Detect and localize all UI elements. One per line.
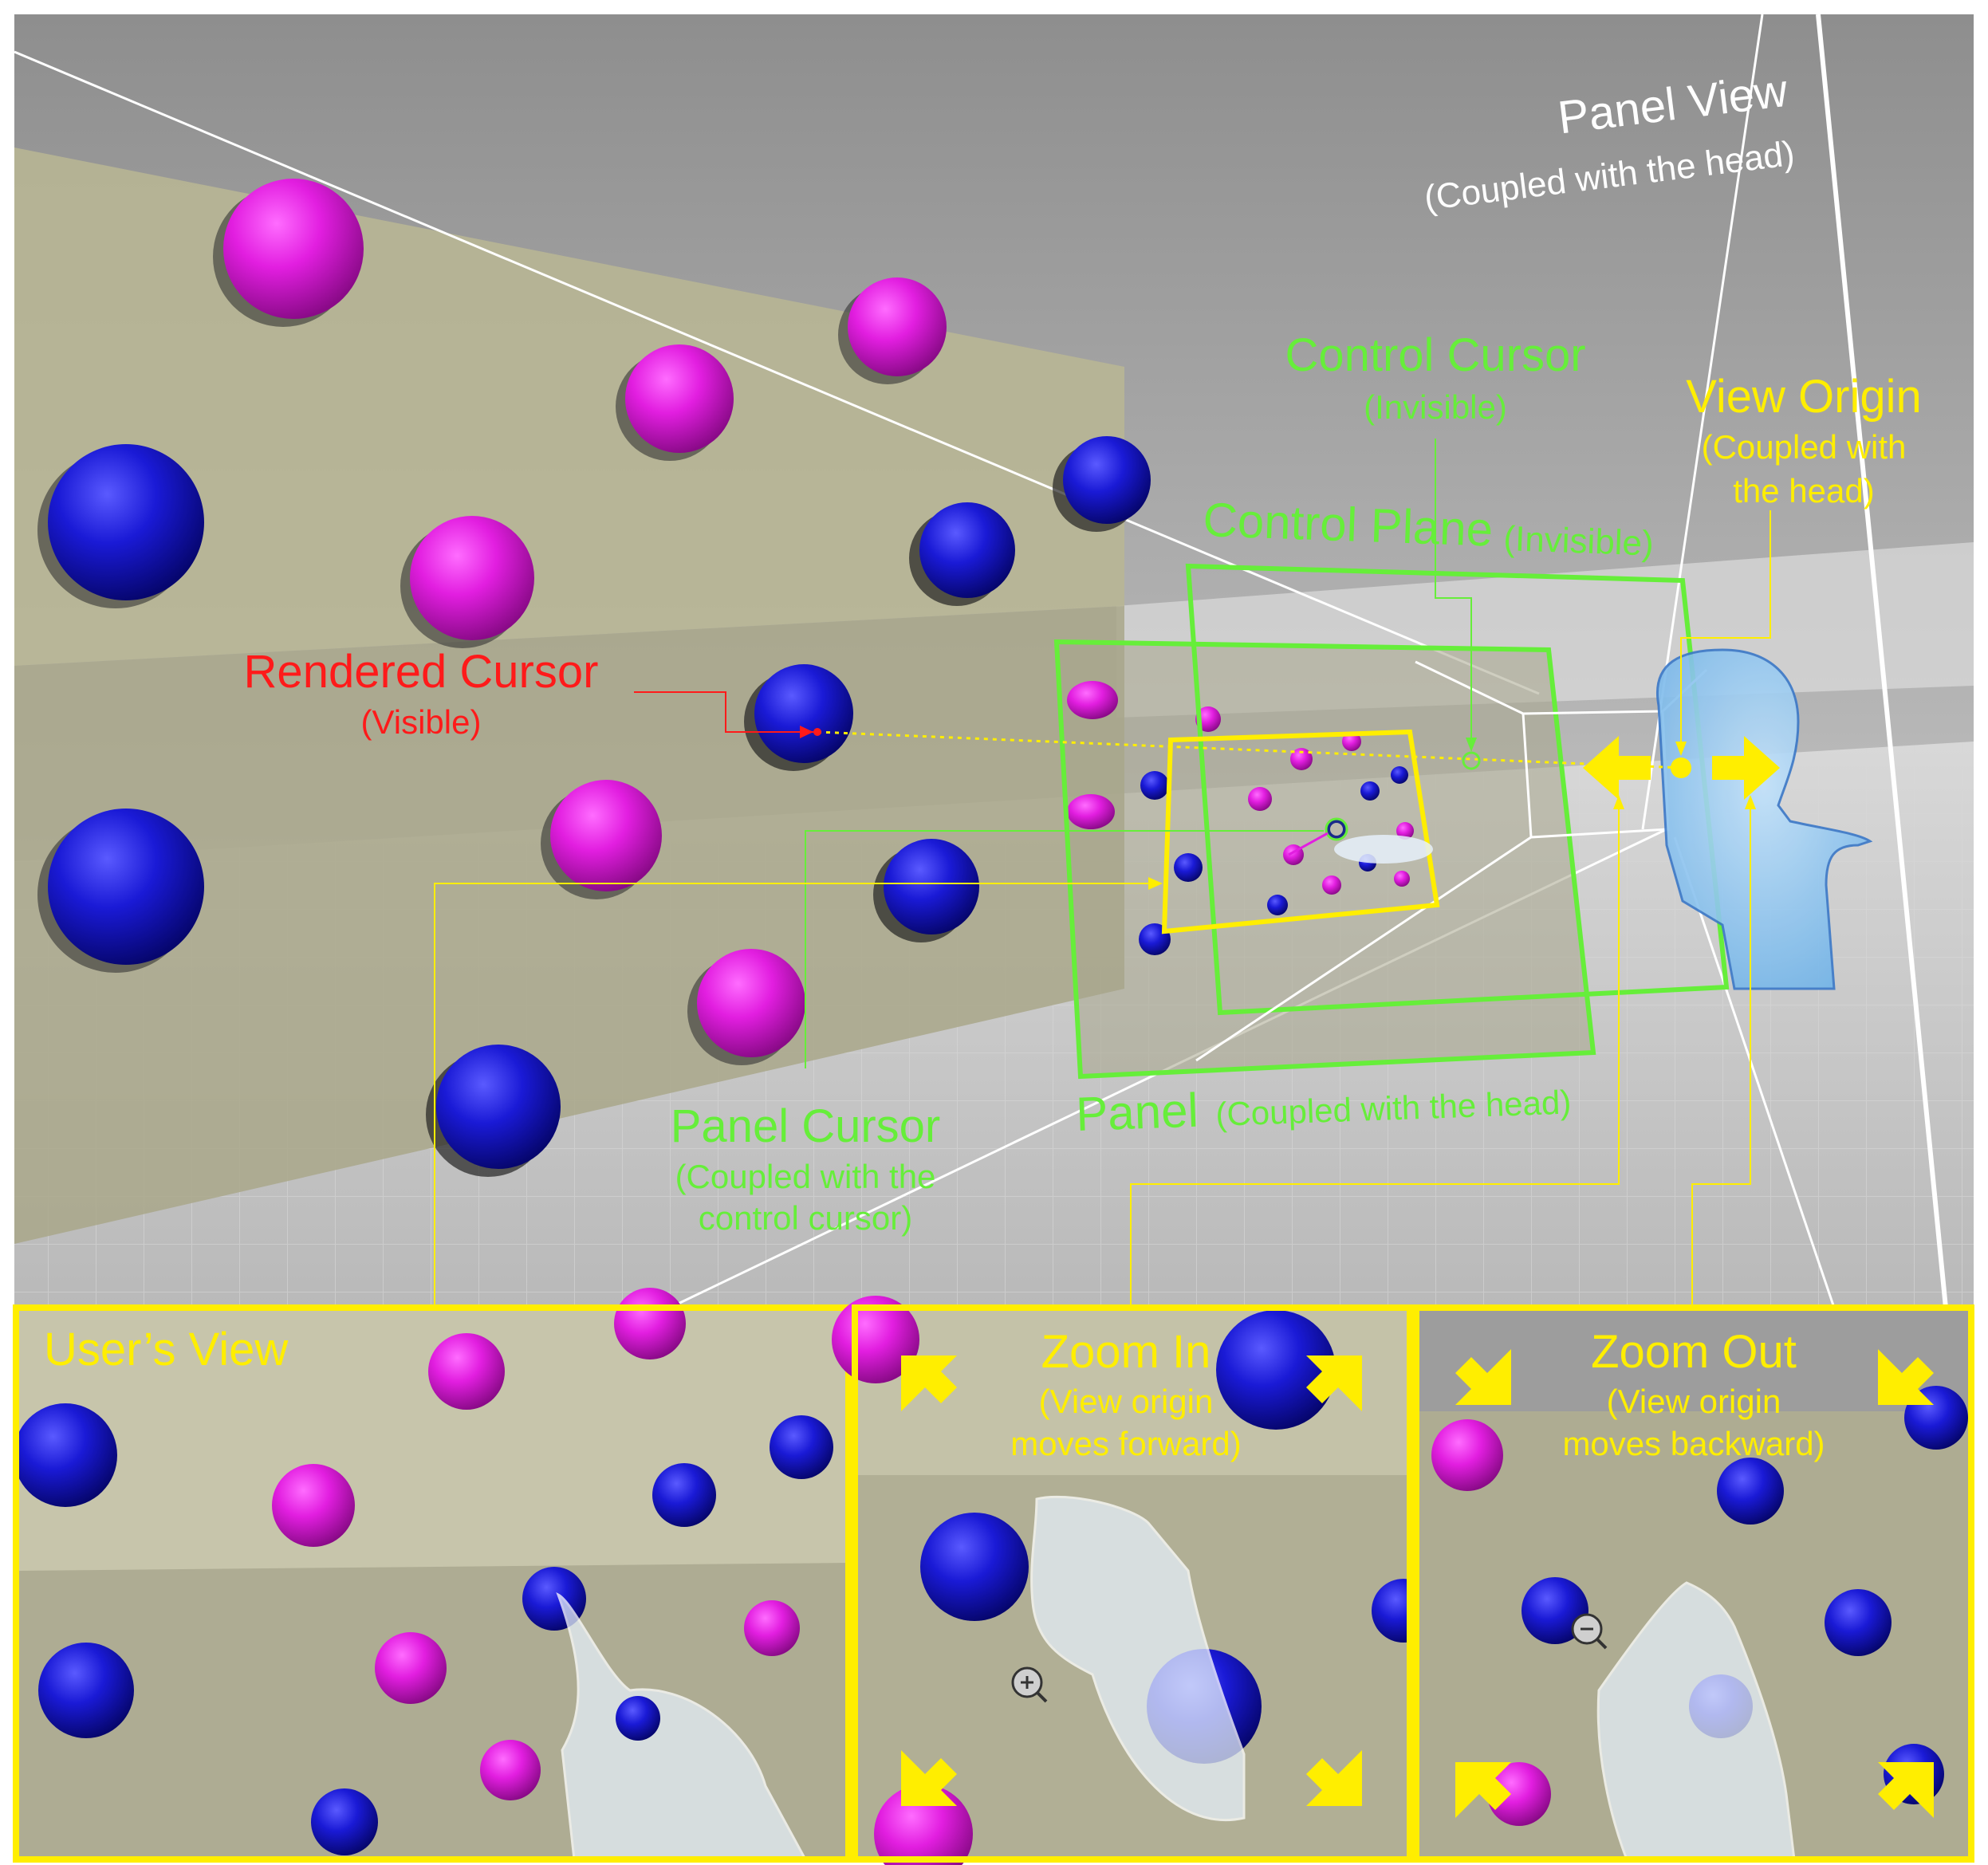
view-origin-subtitle-1: (Coupled with bbox=[1702, 428, 1907, 466]
zoom-out-subtitle-2: moves backward) bbox=[1562, 1425, 1825, 1462]
control-plane-title: Control Plane bbox=[1203, 493, 1494, 557]
zoom-in-subtitle-2: moves forward) bbox=[1010, 1425, 1241, 1462]
magenta-sphere bbox=[223, 179, 364, 319]
panel-title: Panel bbox=[1075, 1084, 1199, 1141]
blue-sphere bbox=[48, 444, 204, 600]
rendered-cursor-dot bbox=[813, 728, 821, 736]
blue-sphere bbox=[919, 502, 1015, 598]
blue-sphere bbox=[1063, 436, 1151, 524]
rendered-cursor-title: Rendered Cursor bbox=[244, 646, 599, 698]
control-cursor-title: Control Cursor bbox=[1285, 329, 1585, 381]
magenta-sphere bbox=[848, 277, 947, 376]
magenta-sphere bbox=[410, 516, 534, 640]
hand-glyph bbox=[1334, 835, 1433, 864]
view-origin-title: View Origin bbox=[1686, 371, 1922, 423]
control-plane-subtitle: (Invisible) bbox=[1503, 519, 1655, 564]
magenta-sphere bbox=[625, 344, 734, 453]
magenta-sphere bbox=[697, 949, 805, 1057]
view-origin-subtitle-2: the head) bbox=[1733, 472, 1874, 510]
rendered-cursor-subtitle: (Visible) bbox=[361, 703, 482, 741]
zoom-out-title: Zoom Out bbox=[1591, 1326, 1797, 1378]
zoom-in-inset bbox=[832, 1296, 1435, 1865]
zoom-in-subtitle-1: (View origin bbox=[1039, 1383, 1214, 1420]
view-origin-dot bbox=[1671, 757, 1691, 778]
magenta-sphere bbox=[550, 780, 662, 891]
users-view-title: User’s View bbox=[44, 1324, 289, 1375]
panel-surface bbox=[1057, 642, 1593, 1076]
blue-sphere bbox=[48, 809, 204, 965]
panel-cursor-subtitle-2: control cursor) bbox=[699, 1199, 912, 1237]
panel-cursor-title: Panel Cursor bbox=[671, 1100, 940, 1152]
panel-cursor-subtitle-1: (Coupled with the bbox=[675, 1158, 936, 1195]
control-cursor-subtitle: (Invisible) bbox=[1364, 388, 1507, 426]
blue-sphere bbox=[884, 839, 979, 934]
zoom-out-subtitle-1: (View origin bbox=[1607, 1383, 1781, 1420]
zoom-in-title: Zoom In bbox=[1041, 1326, 1211, 1378]
blue-sphere bbox=[754, 664, 853, 763]
blue-sphere bbox=[436, 1045, 561, 1169]
